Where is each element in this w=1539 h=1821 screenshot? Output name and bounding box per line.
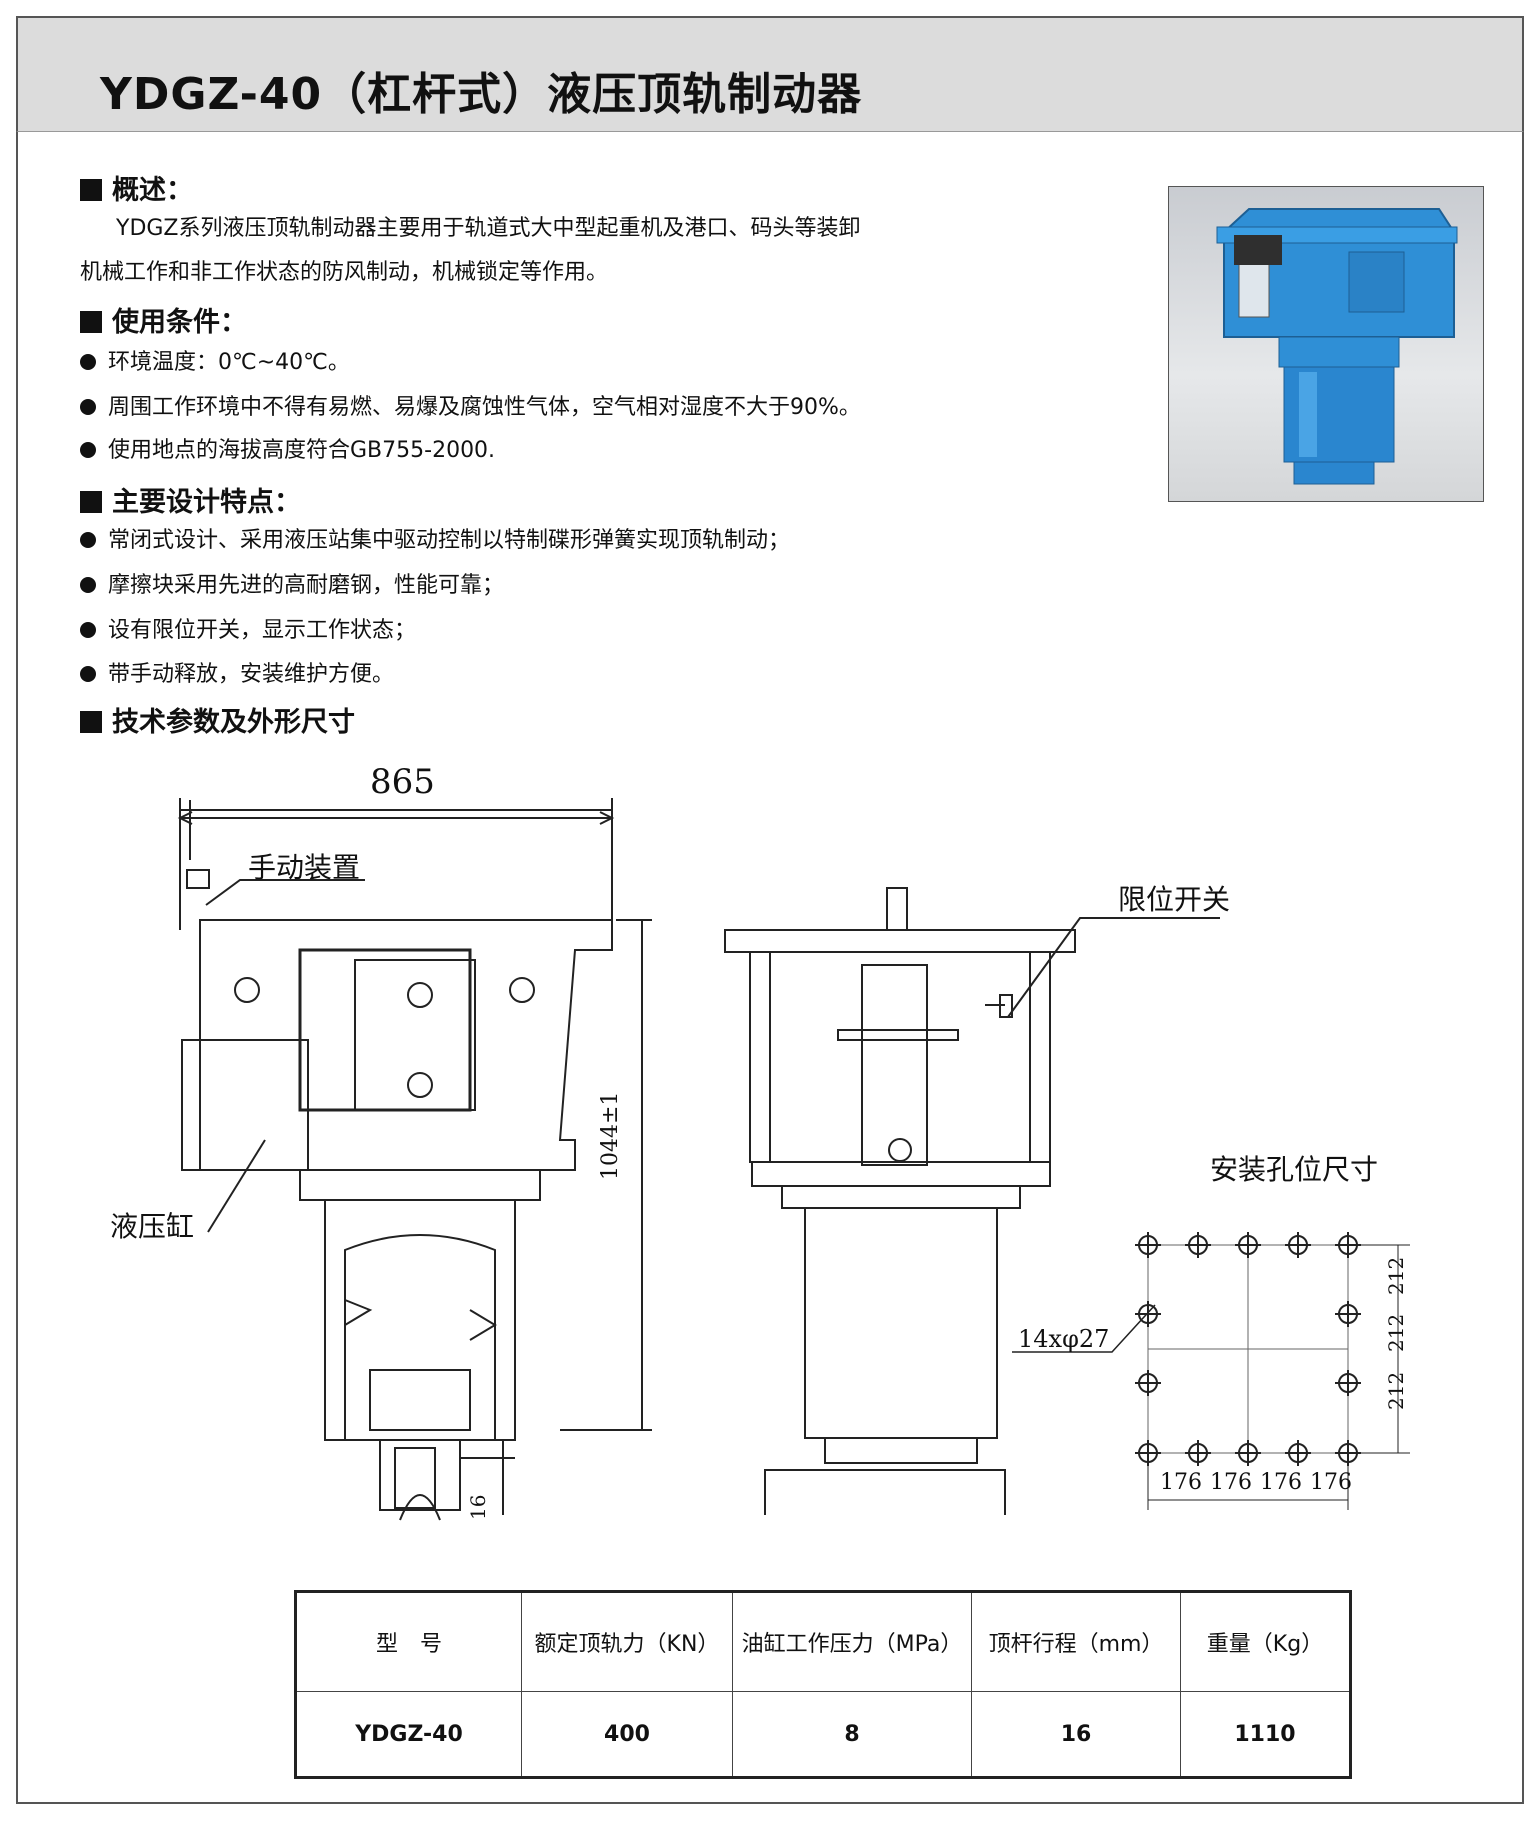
brake-product-image — [1216, 208, 1458, 485]
dim-212: 212 — [1384, 1313, 1408, 1352]
round-bullet-icon — [80, 577, 96, 593]
feature-item: 常闭式设计、采用液压站集中驱动控制以特制碟形弹簧实现顶轨制动； — [80, 522, 790, 554]
dim-212: 212 — [1384, 1371, 1408, 1410]
front-view — [724, 887, 1076, 1515]
condition-item: 使用地点的海拔高度符合GB755-2000. — [80, 432, 495, 464]
condition-item: 周围工作环境中不得有易燃、易爆及腐蚀性气体，空气相对湿度不大于90%。 — [80, 389, 861, 421]
header-stroke: 顶杆行程（mm） — [971, 1591, 1181, 1692]
leader-manual — [205, 879, 365, 906]
overview-line-1: YDGZ系列液压顶轨制动器主要用于轨道式大中型起重机及港口、码头等装卸 — [116, 216, 861, 241]
section-features-heading: 主要设计特点： — [80, 480, 301, 519]
page-title: YDGZ-40（杠杆式）液压顶轨制动器 — [100, 69, 863, 120]
round-bullet-icon — [80, 442, 96, 458]
square-bullet-icon — [80, 179, 102, 201]
dim-height: 1044±1 — [598, 1091, 623, 1180]
square-bullet-icon — [80, 711, 102, 733]
leader-cylinder — [207, 1139, 266, 1233]
overview-line-2: 机械工作和非工作状态的防风制动，机械锁定等作用。 — [80, 260, 609, 285]
feature-item: 设有限位开关，显示工作状态； — [80, 612, 416, 644]
label-hole-spec: 14xφ27 — [1018, 1325, 1110, 1353]
label-hydraulic-cylinder: 液压缸 — [110, 1210, 195, 1243]
round-bullet-icon — [80, 666, 96, 682]
round-bullet-icon — [80, 354, 96, 370]
dim-width: 865 — [370, 762, 435, 802]
condition-item: 环境温度：0℃~40℃。 — [80, 344, 350, 376]
feature-item: 带手动释放，安装维护方便。 — [80, 656, 394, 688]
cell-pressure: 8 — [732, 1691, 972, 1778]
leader-limit — [1007, 917, 1220, 1018]
spec-table: 型 号 额定顶轨力（KN） 油缸工作压力（MPa） 顶杆行程（mm） 重量（Kg… — [294, 1590, 1352, 1779]
label-limit-switch: 限位开关 — [1118, 883, 1231, 916]
dim-176: 176 — [1210, 1470, 1252, 1495]
header-pressure: 油缸工作压力（MPa） — [732, 1591, 972, 1692]
section-conditions-heading: 使用条件： — [80, 300, 247, 339]
cell-model: YDGZ-40 — [295, 1691, 522, 1778]
header-weight: 重量（Kg） — [1180, 1591, 1351, 1692]
title-bar: YDGZ-40（杠杆式）液压顶轨制动器 — [16, 16, 1524, 132]
section-overview-heading: 概述： — [80, 168, 193, 207]
round-bullet-icon — [80, 399, 96, 415]
label-manual-device: 手动装置 — [248, 851, 361, 884]
dim-stroke: 16 — [466, 1494, 490, 1520]
dim-212: 212 — [1384, 1256, 1408, 1295]
cell-stroke: 16 — [971, 1691, 1181, 1778]
product-photo — [1168, 186, 1484, 502]
round-bullet-icon — [80, 532, 96, 548]
leader-holes — [1012, 1304, 1156, 1353]
round-bullet-icon — [80, 622, 96, 638]
table-row: YDGZ-40 400 8 16 1110 — [295, 1691, 1351, 1778]
dim-176: 176 — [1310, 1470, 1352, 1495]
cell-weight: 1110 — [1180, 1691, 1351, 1778]
square-bullet-icon — [80, 491, 102, 513]
side-view — [179, 798, 613, 1511]
dim-176: 176 — [1160, 1470, 1202, 1495]
feature-item: 摩擦块采用先进的高耐磨钢，性能可靠； — [80, 567, 504, 599]
header-model: 型 号 — [295, 1591, 522, 1692]
section-params-heading: 技术参数及外形尺寸 — [80, 700, 355, 739]
square-bullet-icon — [80, 311, 102, 333]
header-rated-force: 额定顶轨力（KN） — [521, 1591, 733, 1692]
dim-176: 176 — [1260, 1470, 1302, 1495]
label-hole-layout-title: 安装孔位尺寸 — [1210, 1153, 1379, 1186]
table-header-row: 型 号 额定顶轨力（KN） 油缸工作压力（MPa） 顶杆行程（mm） 重量（Kg… — [295, 1591, 1351, 1692]
cell-rated-force: 400 — [521, 1691, 733, 1778]
